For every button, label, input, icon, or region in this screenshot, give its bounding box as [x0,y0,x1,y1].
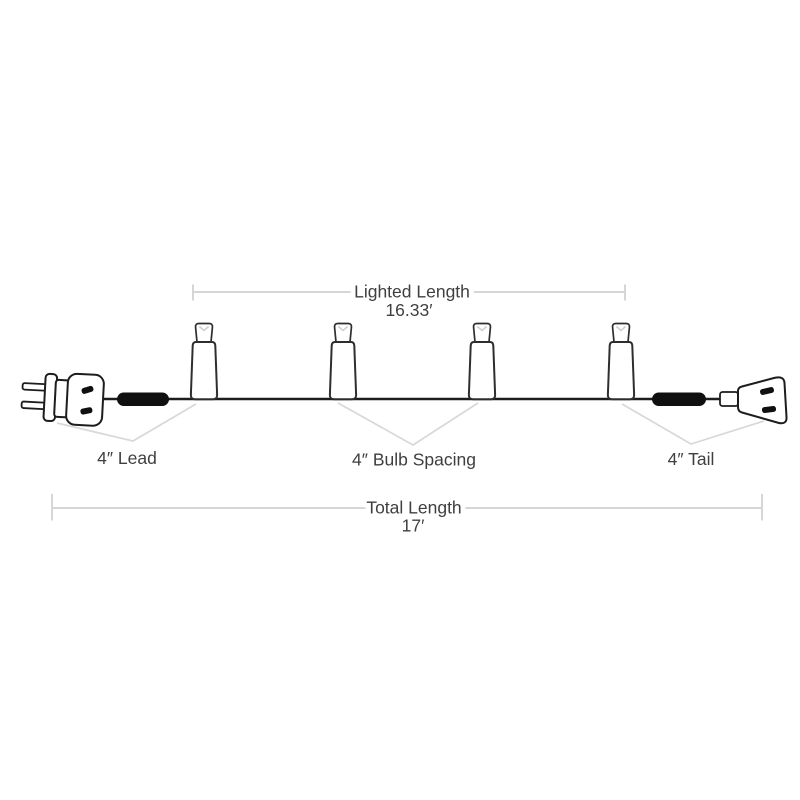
lead-label: 4″ Lead [97,448,157,468]
male-plug [20,372,105,427]
female-plug [719,376,788,425]
female-plug-slot-top [760,387,774,395]
tail-leader-line [621,403,765,445]
plug-cap [65,372,105,427]
female-plug-slot-bottom [761,405,777,414]
total-length-measure: Total Length 17′ [51,493,763,536]
tail-fuse-sleeve [652,392,706,406]
total-length-label: Total Length [366,498,461,518]
bulb-1 [189,322,219,401]
bulb-spacing-label: 4″ Bulb Spacing [352,450,476,470]
female-plug-body [737,376,788,425]
bulb-3 [467,322,497,401]
lighted-length-measure: Lighted Length 16.33′ [192,277,626,320]
lighted-length-value: 16.33′ [385,300,432,320]
lead-fuse-sleeve [117,392,169,406]
female-plug-neck [719,391,739,407]
plug-slot-bottom [80,407,93,415]
plug-slot-top [81,385,94,394]
bulb-2 [328,322,358,401]
bulb-spacing-leader-line [337,402,479,446]
lighted-length-label: Lighted Length [354,282,470,302]
bulb-spacing-callout: 4″ Bulb Spacing [337,402,479,470]
total-length-value: 17′ [402,516,425,536]
tail-callout: 4″ Tail [621,403,765,469]
tail-label: 4″ Tail [668,449,715,469]
lead-leader-line [56,403,197,442]
lead-callout: 4″ Lead [56,403,197,468]
bulb-4 [606,322,636,401]
